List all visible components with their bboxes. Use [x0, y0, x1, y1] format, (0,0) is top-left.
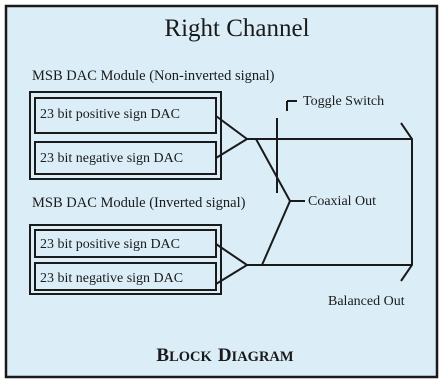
module-2-dac-negative: [34, 262, 217, 291]
module-2-merge-line-bottom: [215, 264, 248, 285]
module-1-heading: MSB DAC Module (Non-inverted signal): [32, 68, 275, 84]
module-1-dac-negative-label: 23 bit negative sign DAC: [40, 151, 183, 166]
module-2-heading: MSB DAC Module (Inverted signal): [32, 195, 246, 211]
balanced-out-bracket: [400, 122, 413, 282]
module-1-merge-line-top: [215, 115, 248, 140]
caption-word-1-rest: LOCK: [169, 349, 212, 365]
module-1-dac-positive: [34, 97, 217, 134]
module-1-dac-positive-label: 23 bit positive sign DAC: [40, 107, 180, 122]
coaxial-cross-line: [255, 138, 291, 202]
module-1-outer-box: [29, 91, 222, 180]
block-diagram-caption: BLOCK DIAGRAM: [156, 345, 293, 366]
coaxial-out-label: Coaxial Out: [308, 194, 376, 209]
module-2-cross-line: [261, 200, 291, 266]
module-2-outer-box: [29, 224, 222, 295]
balanced-out-label: Balanced Out: [328, 294, 405, 309]
module-1-merge-line-bottom: [215, 138, 248, 159]
module-2-dac-negative-label: 23 bit negative sign DAC: [40, 271, 183, 286]
module-2-dac-positive: [34, 229, 217, 258]
toggle-switch-label: Toggle Switch: [303, 94, 384, 109]
caption-word-2-initial: D: [218, 345, 232, 366]
diagram-panel: [4, 4, 439, 379]
caption-word-2-rest: IAGRAM: [232, 349, 294, 365]
module-2-dac-positive-label: 23 bit positive sign DAC: [40, 237, 180, 252]
caption-word-1-initial: B: [156, 345, 169, 366]
module-2-merge-line-top: [215, 243, 248, 266]
channel-title: Right Channel: [164, 15, 309, 42]
